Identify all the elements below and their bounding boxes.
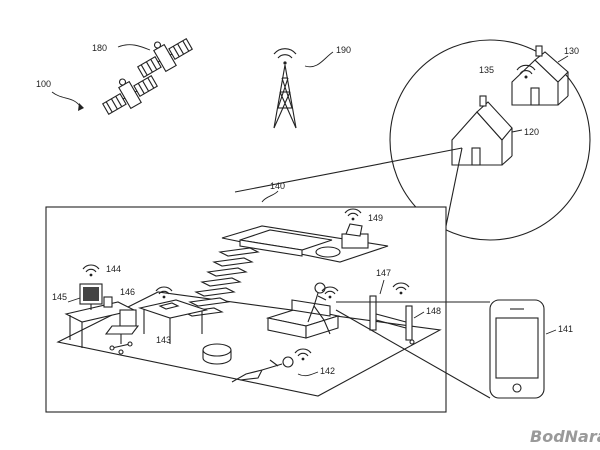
wifi-icon xyxy=(155,286,173,299)
house-remote-130 xyxy=(511,45,569,106)
wifi-icon xyxy=(82,264,100,277)
house-main-120 xyxy=(451,95,513,166)
label-chair: 146 xyxy=(120,287,135,297)
label-laptop-table: 149 xyxy=(368,213,383,223)
smartphone xyxy=(489,299,545,399)
label-speakers: 147 xyxy=(376,268,391,278)
zoom-circle xyxy=(389,39,591,241)
lead-line-148 xyxy=(413,311,425,319)
lead-line-145 xyxy=(67,297,81,303)
link-line-lower xyxy=(335,309,491,399)
lead-line-142 xyxy=(297,371,319,377)
label-phone: 141 xyxy=(558,324,573,334)
watermark-logo: BodNara xyxy=(530,427,600,446)
ottoman xyxy=(202,343,232,365)
wifi-icon xyxy=(344,208,362,221)
sofa xyxy=(265,299,341,339)
office-chair xyxy=(104,309,140,355)
lying-person xyxy=(231,356,294,383)
wifi-icon xyxy=(516,64,536,79)
lead-line-130 xyxy=(557,55,569,63)
label-tower: 190 xyxy=(336,45,351,55)
staircase xyxy=(182,247,260,317)
label-wifi-remote: 135 xyxy=(479,65,494,75)
floor-sensor xyxy=(409,339,415,345)
speakers xyxy=(369,295,413,341)
wifi-icon xyxy=(294,348,312,361)
system-arrow xyxy=(51,91,81,107)
small-desk xyxy=(137,299,209,344)
label-house-main: 120 xyxy=(524,127,539,137)
satellite-lower xyxy=(101,75,159,115)
lead-line-141 xyxy=(545,329,557,335)
computer-desk xyxy=(64,283,136,348)
label-satellites: 180 xyxy=(92,43,107,53)
label-system: 100 xyxy=(36,79,51,89)
projection-line-right xyxy=(445,147,463,227)
label-computer: 145 xyxy=(52,292,67,302)
lead-line-180 xyxy=(117,44,151,51)
system-arrowhead xyxy=(78,103,84,111)
lead-line-190 xyxy=(304,51,334,68)
label-home-interior: 140 xyxy=(270,181,285,191)
projection-line-left xyxy=(234,147,463,193)
lead-line-120 xyxy=(511,129,523,133)
label-house-remote: 130 xyxy=(564,46,579,56)
cell-tower xyxy=(273,48,297,129)
upper-level xyxy=(221,223,389,263)
lead-line-147 xyxy=(379,279,385,295)
satellite-upper xyxy=(136,38,194,78)
label-wifi-desk: 144 xyxy=(106,264,121,274)
label-desk-small: 143 xyxy=(156,335,171,345)
wifi-icon xyxy=(321,286,339,299)
label-person-floor: 142 xyxy=(320,366,335,376)
lead-line-140 xyxy=(261,190,279,203)
label-wall-device: 148 xyxy=(426,306,441,316)
wifi-icon xyxy=(392,282,410,295)
